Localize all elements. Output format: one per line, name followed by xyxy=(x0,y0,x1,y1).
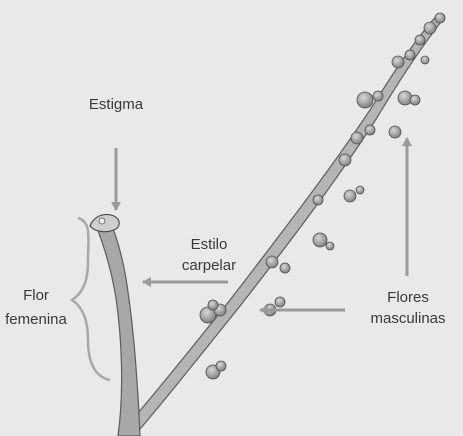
label-flor-line2: femenina xyxy=(2,311,70,328)
label-estilo-line1: Estilo xyxy=(178,236,240,253)
label-flores-line2: masculinas xyxy=(360,310,456,327)
label-flores-line1: Flores xyxy=(360,289,456,306)
label-flor-line1: Flor xyxy=(2,287,70,304)
label-flor-femenina: Flor femenina xyxy=(2,287,70,328)
label-estilo-line2: carpelar xyxy=(178,257,240,274)
label-estigma: Estigma xyxy=(74,96,158,113)
label-estilo: Estilo carpelar xyxy=(178,236,240,274)
label-flores-masculinas: Flores masculinas xyxy=(360,289,456,327)
